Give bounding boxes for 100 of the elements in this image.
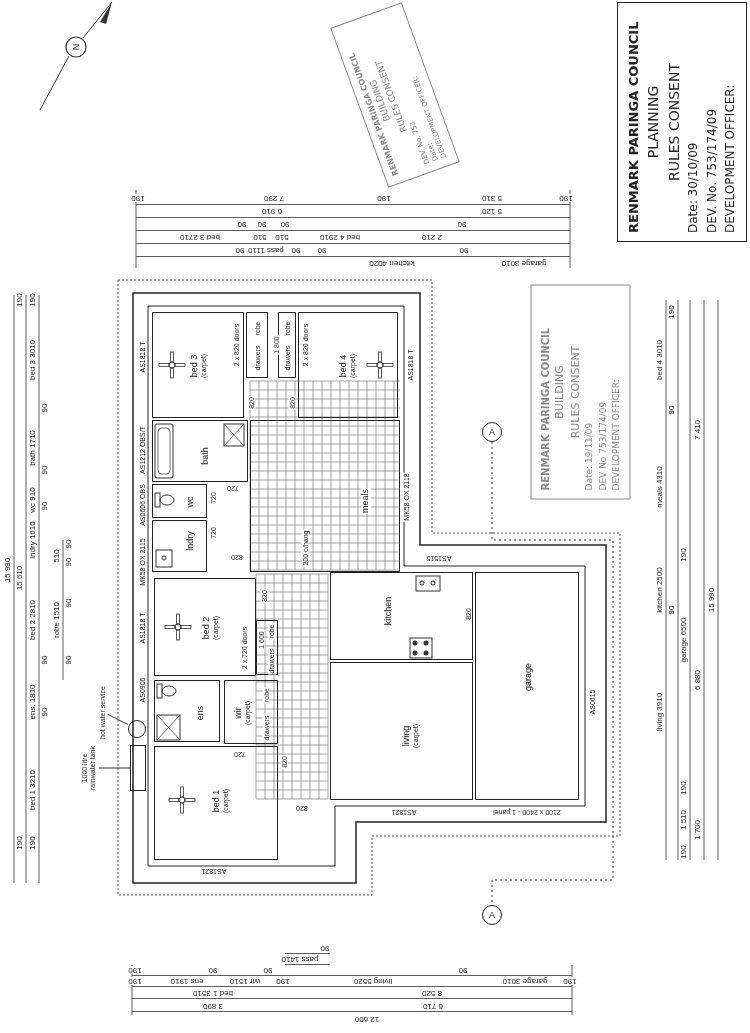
dimension-label: ens. 1810 bbox=[29, 683, 37, 721]
dimension-label: 190 bbox=[376, 194, 392, 202]
dimension-label: bed 1 3510 bbox=[192, 989, 234, 997]
dimension-label: 90 bbox=[41, 464, 49, 476]
dimension-label: 90 bbox=[456, 220, 468, 228]
room-name: garage bbox=[524, 662, 534, 692]
dimension-label: 190 bbox=[562, 977, 578, 985]
room-name: bath bbox=[201, 446, 211, 466]
stamp-text: Date: 19/11/09 bbox=[585, 421, 595, 491]
dimension-label: robe 1510 bbox=[53, 601, 61, 639]
dimension-label: 90 bbox=[234, 246, 246, 254]
dimension-label: garage 3010 bbox=[500, 259, 548, 267]
dimension-label: 190 bbox=[668, 304, 676, 320]
dimension-label: 5 310 bbox=[481, 194, 503, 202]
dimension-label: 90 bbox=[457, 966, 469, 974]
wardrobe-outline bbox=[278, 312, 296, 378]
stamp-text: Date: 30/10/09 bbox=[687, 141, 701, 233]
room-name: meals bbox=[361, 488, 371, 514]
dimension-label: 15 610 bbox=[16, 564, 24, 592]
dimension-label: bed 4 3010 bbox=[656, 339, 664, 381]
dimension-label: 1 700 bbox=[694, 819, 702, 841]
dimension-label: 190 bbox=[127, 977, 143, 985]
room-name: lndry bbox=[186, 530, 196, 552]
dimension-label: 2 210 bbox=[421, 233, 443, 241]
dimension-label: 12 600 bbox=[353, 1015, 381, 1023]
dimension-label: 90 bbox=[236, 220, 248, 228]
dimension-label: 190 bbox=[16, 835, 24, 851]
dimension-label: 6 910 bbox=[261, 207, 283, 215]
dimension-label: 90 bbox=[41, 500, 49, 512]
dimension-label: 190 bbox=[16, 292, 24, 308]
section-marker bbox=[482, 422, 502, 442]
dimension-label: 90 bbox=[65, 597, 73, 609]
room-outline bbox=[152, 420, 248, 482]
dimension-label: 190 bbox=[127, 966, 143, 974]
dimension-label: 7 290 bbox=[263, 194, 285, 202]
dimension-label: kitchen 2500 bbox=[656, 566, 664, 614]
dimension-label: 510 bbox=[53, 548, 61, 564]
room-outline bbox=[154, 746, 278, 860]
dimension-label: 90 bbox=[41, 654, 49, 666]
dimension-label: 3 890 bbox=[202, 1002, 224, 1010]
room-outline bbox=[152, 520, 207, 572]
room-outline bbox=[152, 484, 207, 518]
room-name: living bbox=[402, 724, 413, 748]
room-outline bbox=[154, 680, 220, 742]
dimension-label: 90 bbox=[668, 604, 676, 616]
stamp-text: DEV. No. 753/174/09 bbox=[705, 108, 719, 233]
wardrobe-outline bbox=[246, 312, 268, 378]
dimension-label: 6 880 bbox=[694, 669, 702, 691]
room-outline bbox=[475, 572, 579, 800]
dimension-label: living 3910 bbox=[656, 691, 664, 733]
dimension-label: ens 1910 bbox=[169, 977, 205, 985]
dimension-label: 15 990 bbox=[708, 586, 716, 614]
dimension-label: 1 510 bbox=[680, 809, 688, 831]
dimension-label: 510 bbox=[252, 233, 268, 241]
stamp-text: RULES CONSENT bbox=[569, 344, 582, 441]
stamp-text: DEV No 753/174/09 bbox=[598, 400, 609, 491]
dimension-label: bed 3 3010 bbox=[29, 339, 37, 381]
dimension-label: 90 bbox=[65, 654, 73, 666]
stamp-text: RULES CONSENT bbox=[666, 62, 683, 183]
dimension-label: 90 bbox=[41, 706, 49, 718]
dimension-label: 190 bbox=[29, 835, 37, 851]
leader-line bbox=[98, 767, 131, 769]
dimension-label: 90 bbox=[262, 966, 274, 974]
dimension-label: lndry 1610 bbox=[29, 520, 37, 560]
stamp-text: DEVELOPMENT OFFICER: bbox=[611, 378, 622, 491]
dimension-label: 90 bbox=[256, 220, 268, 228]
rainwater-tank bbox=[130, 745, 146, 791]
dimension-label: living 5520 bbox=[352, 977, 394, 985]
dimension-label: wc 910 bbox=[29, 486, 37, 514]
dimension-label: 90 bbox=[41, 402, 49, 414]
room-name: kitchen bbox=[384, 595, 394, 627]
room-outline bbox=[330, 572, 473, 660]
dimension-label: 90 bbox=[316, 246, 328, 254]
dimension-label: 90 bbox=[207, 966, 219, 974]
stamp-heading: RENMARK PARINGA COUNCIL bbox=[626, 20, 641, 233]
dimension-label: 190 bbox=[130, 194, 146, 202]
dimension-label: bath 1710 bbox=[29, 429, 37, 467]
stamp-text: DEVELOPMENT OFFICER: bbox=[724, 83, 738, 233]
dimension-label: garage 3010 bbox=[501, 977, 549, 985]
dimension-label: 90 bbox=[65, 538, 73, 550]
dimension-label: 90 bbox=[319, 944, 331, 952]
dimension-label: 8 520 bbox=[421, 989, 443, 997]
dimension-label: meals 4310 bbox=[656, 465, 664, 509]
dimension-label: 90 bbox=[290, 246, 302, 254]
leader-line bbox=[107, 713, 129, 725]
stamp-text: BUILDING bbox=[553, 364, 566, 421]
room-name: wc bbox=[186, 495, 196, 509]
dimension-label: 90 bbox=[279, 220, 291, 228]
dimension-label: bed 3 2710 bbox=[179, 233, 221, 241]
dimension-label: 190 bbox=[680, 844, 688, 860]
dimension-label: 190 bbox=[275, 977, 291, 985]
consent-stamp bbox=[617, 2, 747, 242]
dimension-label: 90 bbox=[668, 404, 676, 416]
dimension-label: 190 bbox=[29, 292, 37, 308]
room-name: ens bbox=[196, 704, 206, 722]
dimension-label: 90 bbox=[65, 556, 73, 568]
dimension-label: 6 710 bbox=[422, 1002, 444, 1010]
north-label: N bbox=[71, 42, 81, 52]
section-marker-letter: A bbox=[489, 427, 495, 437]
dimension-label: kitchen 4020 bbox=[368, 259, 416, 267]
